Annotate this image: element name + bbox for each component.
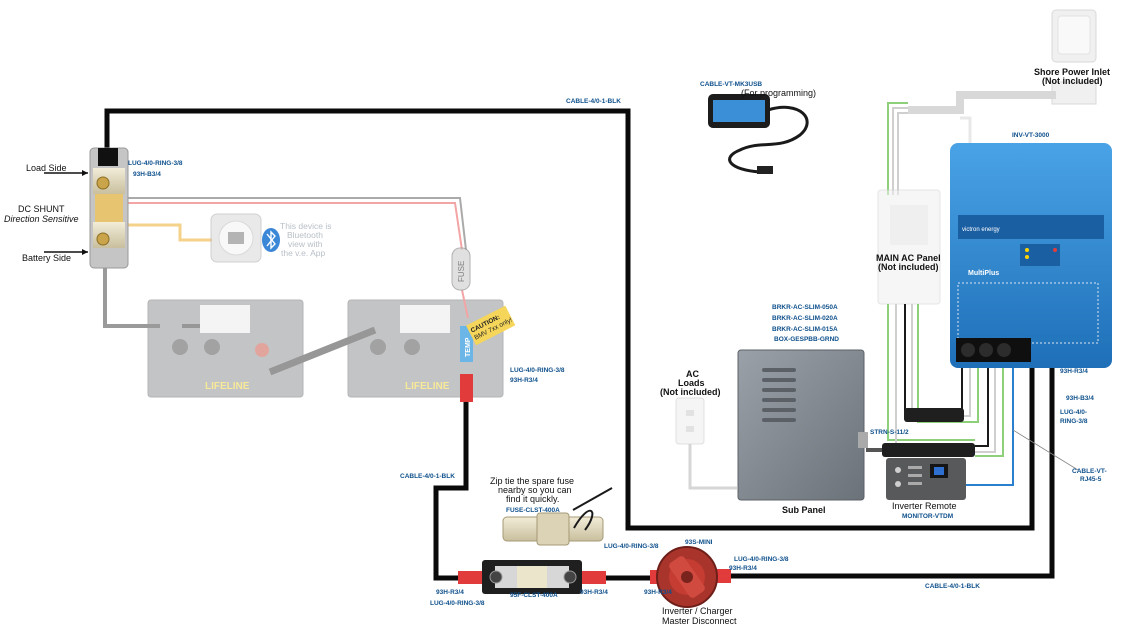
fuse-holder — [482, 560, 582, 594]
shore-power-label-1: Shore Power Inlet — [1034, 67, 1110, 77]
inverter-remote-label: Inverter Remote — [892, 501, 957, 511]
mk3-usb-interface — [708, 94, 809, 174]
inverter-multiplus: victron energy MultiPlus — [950, 143, 1112, 368]
battery-side-label: Battery Side — [22, 253, 71, 263]
part-heat-sw-r: 93H-R3/4 — [729, 565, 757, 572]
main-ac-panel — [877, 189, 941, 305]
part-lug-sw-r: LUG-4/0-RING-3/8 — [734, 556, 789, 563]
part-lug-sw-l: LUG-4/0-RING-3/8 — [604, 543, 659, 550]
bluetooth-note-2: Bluetooth — [287, 230, 323, 240]
bmv-monitor — [210, 213, 262, 263]
part-rj45-1: CABLE-VT- — [1072, 468, 1107, 475]
part-brkr-20: BRKR-AC-SLIM-020A — [772, 315, 838, 322]
temp-label: TEMP — [465, 337, 472, 357]
part-heat-sw-l: 93H-R3/4 — [644, 589, 672, 596]
inverter-model: MultiPlus — [968, 270, 999, 277]
battery-brand-left: LIFELINE — [205, 381, 250, 392]
part-cable-left: CABLE-4/0-1-BLK — [400, 473, 455, 480]
shore-power-cable — [887, 91, 1056, 195]
part-heat-fuse-l: 93H-R3/4 — [436, 589, 464, 596]
rj45-cable — [960, 360, 1014, 486]
dc-shunt — [89, 147, 129, 269]
part-heat-shunt: 93H-B3/4 — [133, 171, 161, 178]
rj45-leader — [1012, 429, 1079, 471]
inline-fuse: FUSE — [451, 247, 471, 291]
part-switch: 93S-MINI — [685, 539, 713, 546]
inverter-remote — [886, 458, 966, 500]
part-fuse-holder: 95F-CLST-400A — [510, 592, 558, 599]
part-brkr-50: BRKR-AC-SLIM-050A — [772, 304, 838, 311]
part-remote: MONITOR-VTDM — [902, 513, 953, 520]
ac-loads-label-1: AC — [686, 369, 699, 379]
main-ac-label-1: MAIN AC Panel — [876, 253, 941, 263]
bluetooth-note-3: view with — [288, 239, 323, 249]
sub-panel-label: Sub Panel — [782, 505, 826, 515]
master-disconnect-label-2: Master Disconnect — [662, 616, 737, 626]
bluetooth-note-4: the v.e. App — [281, 248, 326, 258]
shore-power-label-2: (Not included) — [1042, 76, 1103, 86]
part-fuse-spare: FUSE-CLST-400A — [506, 507, 560, 514]
zip-tie-note-3: find it quickly. — [506, 494, 559, 504]
part-lug-inv-1: LUG-4/0- — [1060, 409, 1087, 416]
battery-right — [347, 299, 504, 398]
bmv-wiring — [103, 197, 469, 328]
sub-panel-vents — [762, 368, 796, 422]
master-disconnect-switch — [656, 546, 718, 608]
part-lug-inv-2: RING-3/8 — [1060, 418, 1088, 425]
bluetooth-note-1: This device is — [280, 221, 332, 231]
part-heat-batt: 93H-R3/4 — [510, 377, 538, 384]
battery-bank: LIFELINE LIFELINE — [147, 299, 504, 398]
negative-cable-run — [104, 108, 1035, 531]
temp-sensor: TEMP — [460, 326, 473, 362]
part-mk3: CABLE-VT-MK3USB — [700, 81, 762, 88]
part-lug-fuse-l: LUG-4/0-RING-3/8 — [430, 600, 485, 607]
part-lug-shunt: LUG-4/0-RING-3/8 — [128, 160, 183, 167]
ac-wiring-inverter — [866, 304, 1004, 457]
zip-tie-note-1: Zip tie the spare fuse — [490, 476, 574, 486]
dc-shunt-label: DC SHUNT — [18, 204, 65, 214]
part-heat-inv-r: 93H-R3/4 — [1060, 368, 1088, 375]
part-ground-bar: BOX-GESPBB-GRND — [774, 336, 839, 343]
part-strain: STRN-S-11/2 — [870, 429, 909, 436]
shunt-arrows — [44, 170, 88, 255]
master-disconnect-label-1: Inverter / Charger — [662, 606, 733, 616]
part-rj45-2: RJ45-5 — [1080, 476, 1102, 483]
mk3-programming-label: (For programming) — [741, 88, 816, 98]
part-heat-inv-b: 93H-B3/4 — [1066, 395, 1094, 402]
inverter-brand: victron energy — [962, 227, 1000, 233]
main-ac-label-2: (Not included) — [878, 262, 939, 272]
shore-power-inlet — [1051, 9, 1097, 105]
part-cable-top: CABLE-4/0-1-BLK — [566, 98, 621, 105]
ac-loads-label-3: (Not included) — [660, 387, 721, 397]
part-lug-batt: LUG-4/0-RING-3/8 — [510, 367, 565, 374]
spare-fuse — [502, 487, 613, 546]
part-brkr-15: BRKR-AC-SLIM-015A — [772, 326, 838, 333]
part-heat-fuse-r: 93H-R3/4 — [580, 589, 608, 596]
zip-tie-note-2: nearby so you can — [498, 485, 572, 495]
sub-panel — [737, 349, 868, 501]
inline-fuse-label: FUSE — [457, 261, 466, 282]
part-cable-bottom: CABLE-4/0-1-BLK — [925, 583, 980, 590]
part-inverter: INV-VT-3000 — [1012, 132, 1050, 139]
battery-left — [147, 299, 304, 398]
battery-brand-right: LIFELINE — [405, 381, 450, 392]
direction-sensitive-label: Direction Sensitive — [4, 214, 79, 224]
ac-outlet — [675, 397, 738, 490]
ac-loads-label-2: Loads — [678, 378, 705, 388]
load-side-label: Load Side — [26, 163, 67, 173]
bluetooth-icon — [262, 228, 280, 252]
